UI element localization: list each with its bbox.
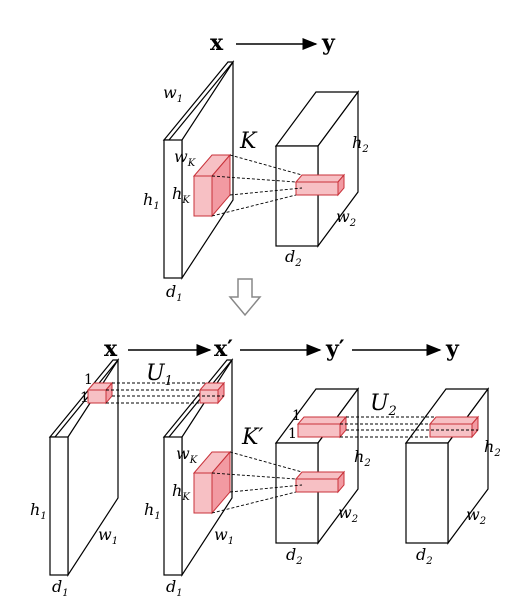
bottom-xp-label: x′	[214, 336, 233, 362]
yp-output-cell	[294, 470, 346, 494]
top-output-volume	[274, 90, 360, 248]
kp-rf-line	[229, 451, 303, 473]
top-rf-line	[229, 187, 303, 196]
top-output-cell	[294, 173, 346, 197]
u2-one-label: 1	[288, 426, 297, 442]
kp-label: K′	[241, 425, 263, 450]
kp-rf-line	[211, 472, 297, 480]
xp-h1-label: h1	[144, 500, 161, 522]
yp-h2-label: h2	[354, 447, 371, 469]
x-h1-label: h1	[30, 500, 47, 522]
kp-rf-line	[211, 491, 297, 514]
top-h1-label: h1	[143, 190, 160, 212]
xp-d1-label: d1	[166, 577, 183, 599]
top-w2-label: w2	[336, 207, 356, 229]
bottom-x-label: x	[104, 336, 118, 362]
top-rf-line	[229, 154, 303, 176]
u1-one-label: 1	[80, 390, 89, 406]
u1-one-label: 1	[84, 372, 93, 388]
bottom-input-volume-x	[48, 357, 120, 578]
top-w1-label: w1	[163, 83, 183, 105]
yp-w2-label: w2	[338, 503, 358, 525]
top-wK-label: wK	[174, 147, 196, 169]
u2-target-cell	[428, 415, 480, 439]
bottom-diagram: x x′ y′ y	[30, 336, 501, 599]
bottom-yp-label: y′	[325, 336, 345, 362]
top-hK-label: hK	[172, 184, 190, 206]
x-d1-label: d1	[52, 577, 69, 599]
top-rf-line	[211, 194, 297, 217]
top-d1-label: d1	[166, 282, 183, 304]
top-x-label: x	[210, 30, 224, 56]
bottom-wK-label: wK	[176, 444, 198, 466]
xp-w1-label: w1	[214, 525, 234, 547]
top-d2-label: d2	[285, 247, 302, 269]
u2-source-cell	[296, 415, 348, 439]
top-diagram: x y w1	[143, 30, 369, 304]
y-h2-label: h2	[484, 437, 501, 459]
y-w2-label: w2	[466, 505, 486, 527]
u2-label: U2	[370, 391, 397, 419]
top-rf-line	[211, 175, 297, 183]
u2-one-label: 1	[292, 408, 301, 424]
top-y-label: y	[321, 30, 336, 56]
kp-rf-line	[229, 484, 303, 493]
u1-target-cell	[198, 381, 226, 405]
top-K-label: K	[239, 129, 258, 154]
top-kernel	[192, 153, 232, 218]
bottom-y-label: y	[445, 336, 460, 362]
y-d2-label: d2	[416, 545, 433, 567]
u1-label: U1	[146, 361, 173, 389]
yp-d2-label: d2	[286, 545, 303, 567]
bottom-hK-label: hK	[172, 481, 190, 503]
transition-arrow	[228, 278, 262, 317]
x-w1-label: w1	[98, 525, 118, 547]
top-h2-label: h2	[352, 133, 369, 155]
bottom-volume-yp	[274, 387, 360, 545]
